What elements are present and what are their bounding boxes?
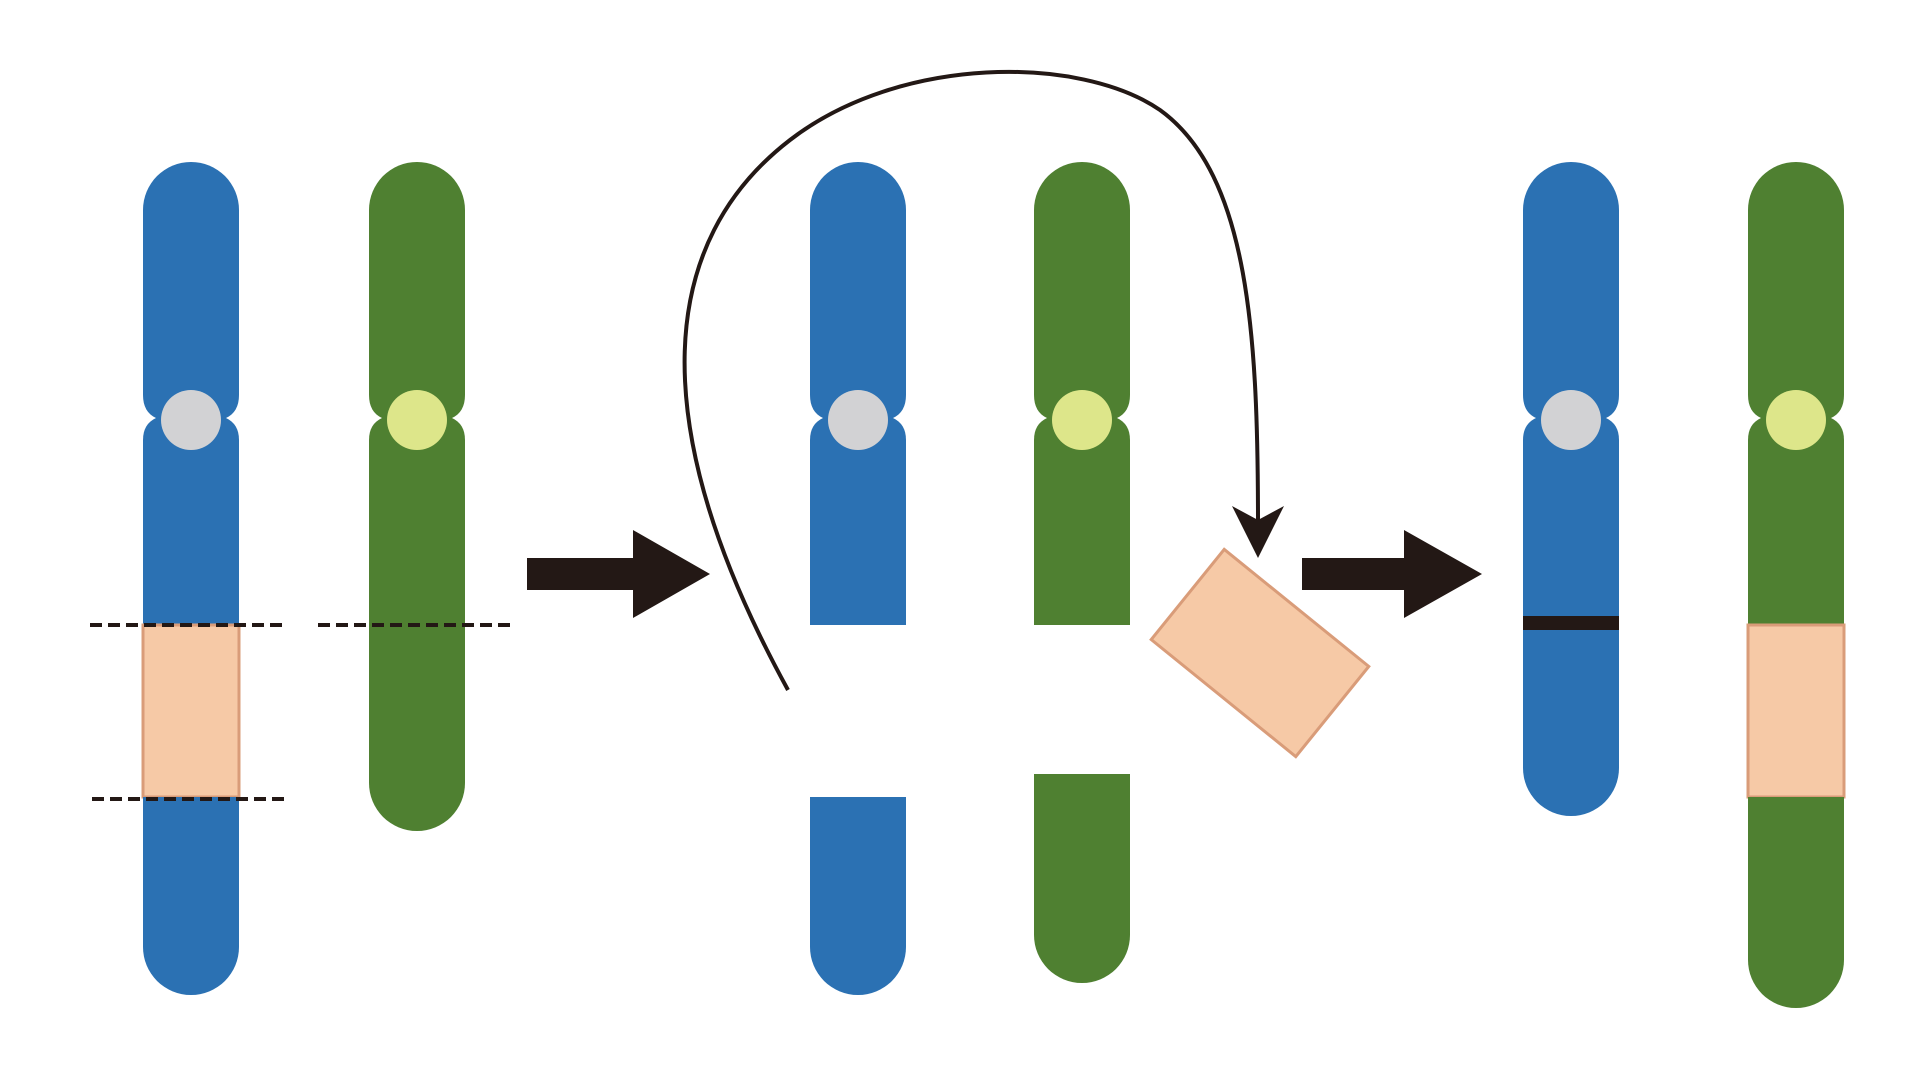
chromosome-b-result-p-arm (1748, 162, 1844, 418)
chromosome-a-broken-q-stub (810, 418, 906, 625)
chromosome-b-result (1746, 162, 1846, 1008)
segment-in-chromosome-a (141, 623, 241, 799)
chromosome-b-broken-q-stub (1034, 418, 1130, 625)
chromosome-a-result-p-arm (1523, 162, 1619, 418)
stage-after (1523, 162, 1846, 1008)
chromosome-b-broken (1034, 162, 1130, 983)
curved-arrow-icon (682, 69, 1260, 691)
inserted-segment (1746, 623, 1846, 799)
chromosome-b-broken-fragment (1034, 774, 1130, 983)
centromere-b-broken (1052, 390, 1112, 450)
chromosome-a-broken-p-arm (810, 162, 906, 418)
centromere-b (387, 390, 447, 450)
chromosome-a-q-arm-upper (143, 418, 239, 625)
chromosome-b-result-q-arm-lower (1748, 797, 1844, 1008)
free-segment (1149, 547, 1371, 759)
right-arrow-icon-2 (1302, 530, 1482, 618)
chromosome-a-original (141, 162, 241, 995)
junction-mark (1523, 616, 1619, 630)
curved-arrow-head-icon (1232, 506, 1284, 558)
chromosome-b-original (369, 162, 465, 831)
chromosome-a-p-arm (143, 162, 239, 418)
chromosome-a-q-arm-lower (143, 797, 239, 995)
chromosome-b-result-q-arm-upper (1748, 418, 1844, 625)
stage-breakage (682, 69, 1371, 995)
chromosome-a-broken-fragment (810, 797, 906, 995)
chromosome-b-broken-p-arm (1034, 162, 1130, 418)
centromere-a-broken (828, 390, 888, 450)
stage-before (90, 162, 510, 995)
centromere-a-result (1541, 390, 1601, 450)
centromere-a (161, 390, 221, 450)
centromere-b-result (1766, 390, 1826, 450)
chromosome-a-broken (810, 162, 906, 995)
right-arrow-icon (527, 530, 710, 618)
chromosome-b-p-arm (369, 162, 465, 418)
chromosome-a-result (1523, 162, 1619, 816)
